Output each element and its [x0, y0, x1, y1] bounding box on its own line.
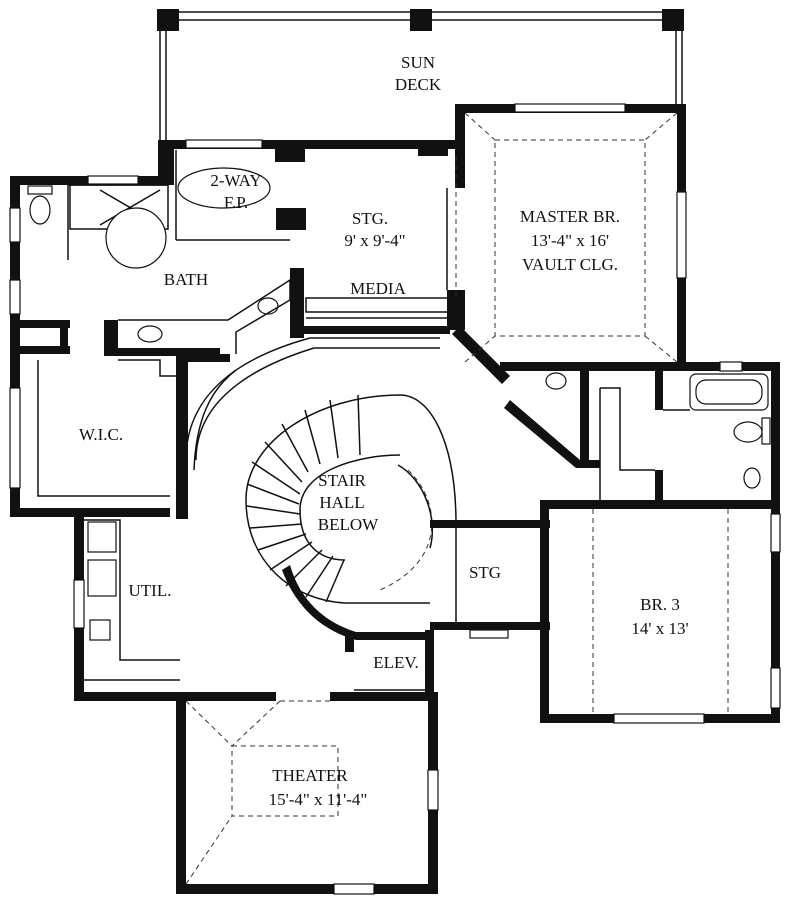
sink-icon-4: [743, 467, 761, 489]
theater-label-2: 15'-4" x 11'-4": [269, 790, 368, 809]
dryer-icon: [87, 559, 117, 597]
br3-label-1: BR. 3: [640, 595, 680, 614]
wic-label: W.I.C.: [79, 425, 123, 444]
laundry-sink-icon: [89, 619, 111, 641]
br3-label-2: 14' x 13': [631, 619, 688, 638]
sink-icon: [137, 325, 163, 343]
stair-label-1: STAIR: [318, 471, 366, 490]
master-label-1: MASTER BR.: [520, 207, 620, 226]
stg-top-label-2: 9' x 9'-4": [344, 231, 405, 250]
sink-icon-2: [257, 297, 279, 315]
sun-deck: [157, 9, 684, 145]
washer-icon: [87, 521, 117, 553]
util-label: UTIL.: [129, 581, 172, 600]
ceiling-lines: [185, 112, 729, 885]
fixtures: [27, 167, 771, 641]
interior-lines: [37, 150, 690, 691]
master-label-3: VAULT CLG.: [522, 255, 618, 274]
fireplace-icon: [177, 167, 271, 209]
sun-deck-label-1: SUN: [401, 53, 435, 72]
room-labels: SUN DECK 2-WAY F.P. STG. 9' x 9'-4" MAST…: [79, 53, 689, 809]
spiral-stair: [245, 394, 457, 604]
toilet-icon: [29, 195, 51, 225]
elev-label: ELEV.: [373, 653, 419, 672]
master-label-2: 13'-4" x 16': [531, 231, 609, 250]
shower-icon: [105, 207, 167, 269]
theater-label-1: THEATER: [272, 766, 348, 785]
fireplace-label-1: 2-WAY: [210, 171, 261, 190]
sun-deck-label-2: DECK: [395, 75, 442, 94]
windows: [9, 103, 781, 895]
stair-label-2: HALL: [319, 493, 364, 512]
walls: [10, 104, 780, 894]
sink-icon-3: [545, 372, 567, 390]
stg-mid-label: STG: [469, 563, 501, 582]
stg-top-label-1: STG.: [352, 209, 388, 228]
toilet-icon-br3: [733, 421, 763, 443]
media-label: MEDIA: [350, 279, 406, 298]
fireplace-label-2: F.P.: [224, 193, 248, 212]
stair-label-3: BELOW: [318, 515, 379, 534]
bath-label: BATH: [164, 270, 208, 289]
